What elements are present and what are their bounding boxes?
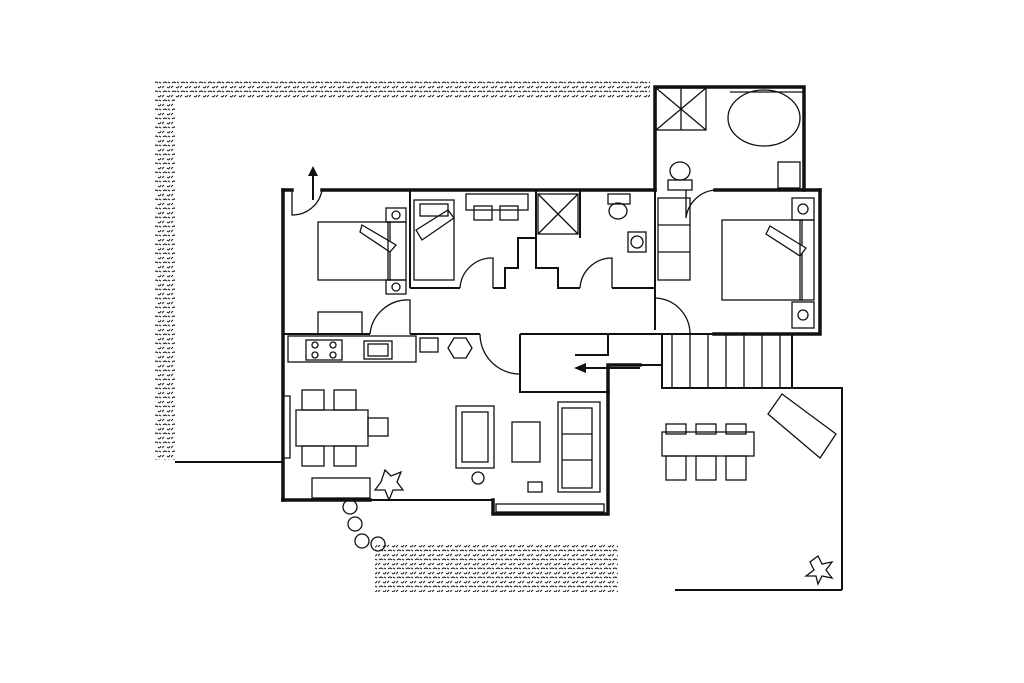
nightstand xyxy=(791,197,815,221)
door-swings xyxy=(291,189,716,375)
sink xyxy=(777,161,801,189)
appliance xyxy=(419,337,439,353)
sun-lounger xyxy=(767,393,837,459)
bedroom-2 xyxy=(413,199,455,281)
bed-2-pillow xyxy=(415,209,455,241)
toilet xyxy=(608,202,628,220)
stove xyxy=(305,339,343,361)
chair xyxy=(665,455,687,481)
bed-2 xyxy=(413,199,455,281)
bedroom-1 xyxy=(317,207,407,295)
bed-1-pillow xyxy=(359,224,397,253)
entry-arrow-north xyxy=(308,166,318,200)
master-bathroom xyxy=(655,87,805,191)
plant-icon xyxy=(804,555,834,586)
chair xyxy=(473,205,493,221)
bed-1 xyxy=(317,221,391,281)
toilet-tank xyxy=(607,193,631,205)
chair xyxy=(367,417,389,437)
bathtub xyxy=(727,89,801,147)
desk xyxy=(465,193,529,211)
terrace xyxy=(661,387,843,591)
nightstand xyxy=(385,279,407,295)
toilet-tank xyxy=(667,179,693,191)
nightstand xyxy=(385,207,407,223)
shower xyxy=(537,193,579,235)
chair xyxy=(301,389,325,411)
living-area xyxy=(455,401,605,513)
stepping-stones xyxy=(342,499,386,552)
desk-area xyxy=(465,193,529,221)
chair xyxy=(725,455,747,481)
dining-area xyxy=(283,389,405,502)
nightstand xyxy=(791,301,815,329)
kitchen-counter xyxy=(287,335,417,363)
sofa xyxy=(557,401,601,493)
coffee-table xyxy=(511,421,541,463)
chair xyxy=(333,445,357,467)
fridge xyxy=(317,311,363,335)
armchair xyxy=(455,405,495,469)
window xyxy=(283,395,291,459)
sink xyxy=(627,231,647,253)
outdoor-table xyxy=(661,431,755,457)
master-bedroom xyxy=(721,197,815,329)
hedge-landscaping xyxy=(155,80,650,592)
bed-master xyxy=(721,219,803,301)
chair xyxy=(301,445,325,467)
lamp xyxy=(471,471,485,485)
plant-icon xyxy=(373,468,405,502)
bathroom-1 xyxy=(537,193,647,253)
tv xyxy=(527,481,543,493)
chair xyxy=(499,205,519,221)
side-table xyxy=(447,337,473,359)
chair xyxy=(695,455,717,481)
kitchen-sink xyxy=(363,340,393,360)
kitchen xyxy=(287,311,473,363)
toilet xyxy=(669,161,691,181)
wardrobe xyxy=(657,197,691,281)
sideboard xyxy=(311,477,371,499)
dining-table xyxy=(295,409,369,447)
entry-arrow-east xyxy=(574,363,640,373)
chair xyxy=(333,389,357,411)
stairs xyxy=(661,333,793,389)
window xyxy=(495,503,605,513)
